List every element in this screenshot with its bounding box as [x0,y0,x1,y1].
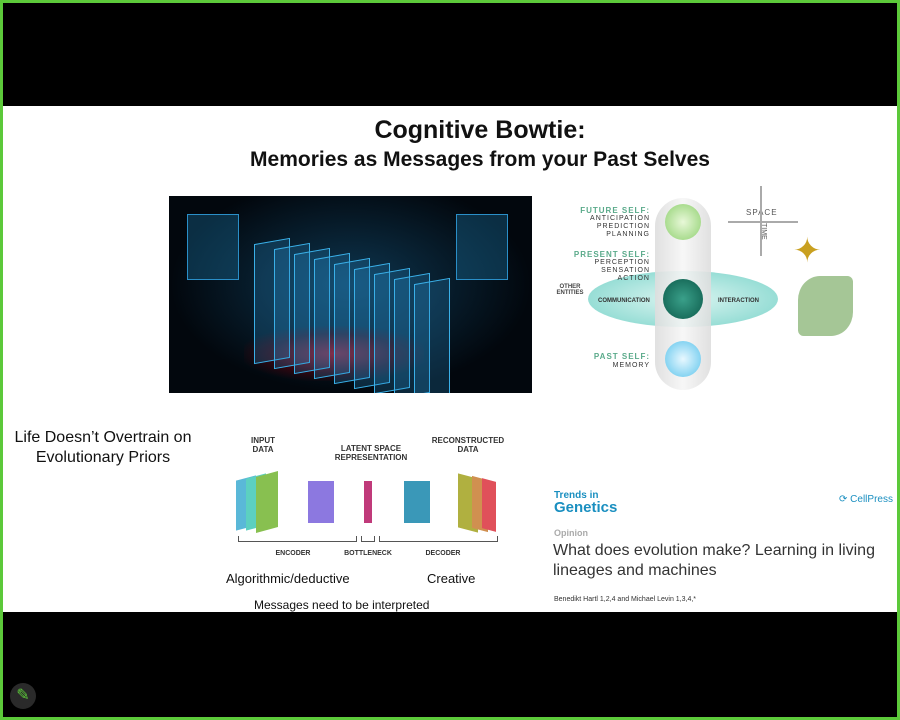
article-type: Opinion [554,528,588,538]
publisher-name: CellPress [850,494,893,505]
bottleneck-label: BOTTLENECK [344,550,392,557]
encoder-label: ENCODER [275,550,311,557]
other-entities-label: OTHER ENTITIES [556,284,584,296]
interaction-label: INTERACTION [718,298,759,304]
pencil-icon[interactable]: ✎ [10,683,36,709]
journal-prefix: Trends in [554,490,599,501]
interpretation-caption: Messages need to be interpreted [254,598,430,612]
future-self-label: FUTURE SELF: [580,206,650,215]
past-self-items: MEMORY [612,362,650,369]
butterfly-icon: ✦ [793,232,822,270]
presentation-slide: Cognitive Bowtie: Memories as Messages f… [3,106,897,612]
decoder-label: DECODER [425,550,461,557]
communication-label: COMMUNICATION [598,298,650,304]
journal-name: Genetics [554,499,618,516]
neural-layers-image [169,196,532,393]
publisher-logo: ⟳ CellPress [839,494,893,505]
past-self-label: PAST SELF: [593,352,650,361]
selves-diagram: FUTURE SELF: ANTICIPATION PREDICTION PLA… [548,186,868,396]
article-authors: Benedikt Hartl 1,2,4 and Michael Levin 1… [554,596,697,603]
side-text: Life Doesn’t Overtrain on Evolutionary P… [14,429,192,466]
brain-panel [187,214,239,280]
latent-space-label: LATENT SPACE REPRESENTATION [334,444,408,462]
autoencoder-diagram: INPUT DATA LATENT SPACE REPRESENTATION R… [228,436,518,566]
present-self-label: PRESENT SELF: [573,250,650,259]
plant-image [798,276,853,336]
slide-subtitle: Memories as Messages from your Past Selv… [250,148,710,171]
future-self-items: ANTICIPATION PREDICTION PLANNING [590,215,650,238]
algorithmic-caption: Algorithmic/deductive [226,571,350,586]
creative-caption: Creative [427,571,476,586]
input-data-label: INPUT DATA [251,436,275,454]
present-self-items: PERCEPTION SENSATION ACTION [594,259,650,282]
time-label: TIME [760,223,767,240]
elderly-person-panel [456,214,508,280]
reconstructed-data-label: RECONSTRUCTED DATA [431,436,505,454]
slide-title: Cognitive Bowtie: [374,116,586,144]
article-title: What does evolution make? Learning in li… [553,542,875,579]
